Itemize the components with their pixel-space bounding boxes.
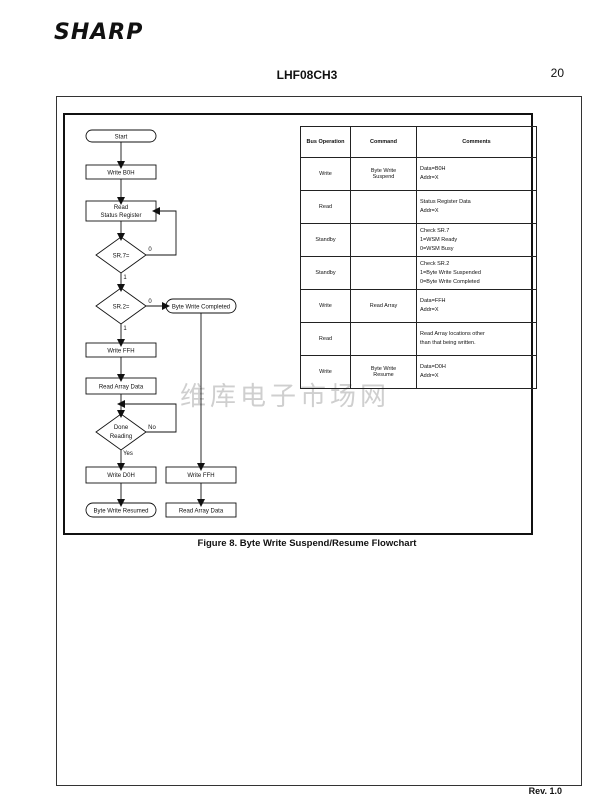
figure-caption: Figure 8. Byte Write Suspend/Resume Flow…: [197, 538, 417, 549]
sr2-label: SR.2=: [113, 305, 130, 311]
command-cell: Read Array: [350, 289, 417, 323]
command-cell: [350, 256, 417, 290]
start-label: Start: [115, 135, 128, 141]
bus-operation-cell: Read: [300, 322, 351, 356]
bus-operation-cell: Write: [300, 157, 351, 191]
header-comments: Comments: [416, 126, 537, 158]
write-ffh-right-label: Write FFH: [187, 473, 214, 479]
read-array-data-label: Read Array Data: [99, 385, 144, 391]
command-cell: [350, 190, 417, 224]
comment-line: Check SR.7: [420, 227, 450, 234]
page-number: 20: [550, 66, 564, 80]
comment-line: Data=FFH: [420, 298, 446, 304]
sr7-loop-arrow: [146, 207, 177, 256]
comment-line: Data=B0H: [420, 166, 446, 172]
bus-operation-cell: Write: [300, 355, 351, 389]
comment-line: Addr=X: [420, 307, 439, 313]
header-bus-operation: Bus Operation: [300, 126, 351, 158]
comment-line: 1=Byte Write Suspended: [420, 269, 481, 276]
bus-operation-cell: Standby: [300, 223, 351, 257]
bus-operation-cell: Write: [300, 289, 351, 323]
revision-label: Rev. 1.0: [528, 786, 562, 796]
command-line: Suspend: [372, 174, 395, 180]
command-cell: [350, 322, 417, 356]
comment-line: 0=Byte Write Completed: [420, 278, 480, 285]
write-d0h-label: Write D0H: [107, 473, 135, 479]
command-line: Byte Write: [370, 366, 397, 372]
no-label: No: [148, 425, 156, 431]
comments-cell: Data=B0H Addr=X: [416, 157, 537, 191]
comment-line: Status Register Data: [420, 199, 471, 205]
command-line: Read Array: [369, 303, 398, 309]
comment-line: Addr=X: [420, 208, 439, 214]
comments-cell: Check SR.2 1=Byte Write Suspended 0=Byte W…: [416, 256, 537, 290]
comment-line: Addr=X: [420, 373, 439, 379]
header-command: Command: [350, 126, 417, 158]
sr2-zero-label: 0: [148, 299, 152, 305]
read-status-label-2: Status Register: [100, 213, 141, 219]
table-row: Standby Check SR.2 1=Byte Write Suspended 0…: [300, 256, 537, 290]
comment-line: Read Array locations other: [420, 331, 485, 337]
comment-line: Addr=X: [420, 175, 439, 181]
comment-line: 0=WSM Busy: [420, 245, 454, 252]
sr7-label: SR.7=: [113, 254, 130, 260]
table-row: Read Read Array locations other than that …: [300, 322, 537, 356]
comment-line: Data=D0H: [420, 364, 446, 370]
done-no-loop-arrow: [117, 400, 177, 433]
write-b0h-label: Write B0H: [107, 171, 134, 177]
sr7-one-label: 1: [123, 275, 127, 281]
document-id: LHF08CH3: [276, 68, 338, 82]
comment-line: Check SR.2: [420, 260, 450, 267]
done-label-1: Done: [114, 425, 129, 431]
comment-line: 1=WSM Ready: [420, 236, 458, 243]
write-ffh-label: Write FFH: [107, 349, 134, 355]
command-line: Resume: [373, 372, 394, 378]
done-reading-diamond: [95, 413, 147, 451]
table-row: Standby Check SR.7 1=WSM Ready 0=WSM Busy: [300, 223, 537, 257]
page-frame: [56, 96, 582, 786]
yes-label: Yes: [123, 451, 133, 457]
read-array-data-end-label: Read Array Data: [179, 509, 224, 515]
comments-cell: Data=FFH Addr=X: [416, 289, 537, 323]
sr7-zero-label: 0: [148, 247, 152, 253]
table-row: Write Read Array Data=FFH Addr=X: [300, 289, 537, 323]
command-cell: [350, 223, 417, 257]
read-status-label-1: Read: [114, 205, 128, 211]
bus-operation-cell: Read: [300, 190, 351, 224]
done-label-2: Reading: [110, 434, 132, 440]
comment-line: than that being written.: [420, 340, 476, 346]
byte-write-completed-label: Byte Write Completed: [172, 305, 230, 311]
sharp-logo: SHARP: [54, 20, 144, 45]
comments-cell: Read Array locations other than that bein…: [416, 322, 537, 356]
comments-cell: Check SR.7 1=WSM Ready 0=WSM Busy: [416, 223, 537, 257]
sr2-one-label: 1: [123, 326, 127, 332]
command-line: Byte Write: [370, 168, 397, 174]
bus-operation-cell: Standby: [300, 256, 351, 290]
byte-write-resumed-label: Byte Write Resumed: [94, 509, 149, 515]
comments-cell: Data=D0H Addr=X: [416, 355, 537, 389]
